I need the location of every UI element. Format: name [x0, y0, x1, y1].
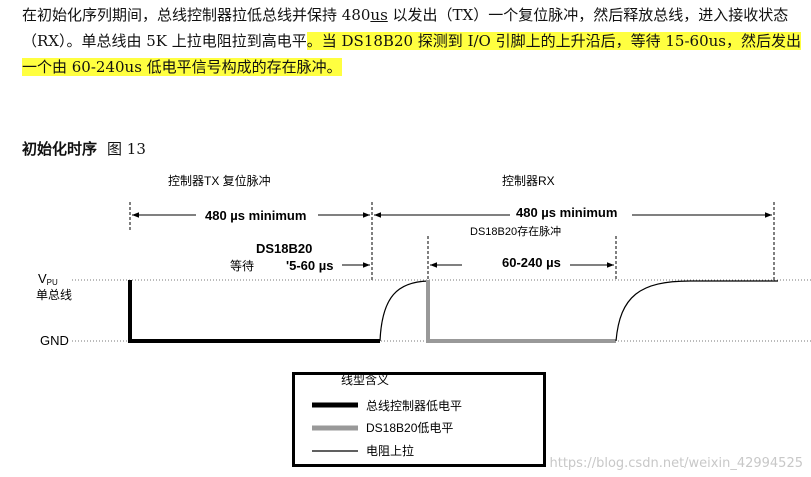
figure-number: 图 13 [107, 140, 146, 158]
presence-duration-label: 60-240 µs [502, 255, 561, 270]
para-seg-2: 以发出（TX）一个复位脉冲，然后释放总线，进入接收状态（RX）。单总线由 5K … [22, 6, 789, 50]
rx-duration-label: 480 µs minimum [516, 205, 617, 220]
figure-caption: 初始化时序图 13 [22, 138, 146, 159]
wait-device-label: DS18B20 [256, 241, 312, 256]
tx-duration-label: 480 µs minimum [205, 208, 306, 223]
pullup-rise-1 [379, 280, 429, 342]
para-seg-1: 在初始化序列期间，总线控制器拉低总线并保持 480 [22, 6, 371, 24]
wait-duration-label: '5-60 µs [286, 258, 333, 273]
vpu-label: VPU [38, 271, 58, 287]
dimension-arrows [132, 212, 772, 268]
device-low-waveform [426, 280, 616, 343]
presence-pulse-label: DS18B20存在脉冲 [470, 224, 561, 238]
legend-title: 线型含义 [341, 372, 389, 387]
watermark: https://blog.csdn.net/weixin_42994525 [549, 456, 803, 471]
bus-label: 单总线 [36, 288, 72, 302]
description-paragraph: 在初始化序列期间，总线控制器拉低总线并保持 480us 以发出（TX）一个复位脉… [22, 2, 802, 80]
legend-item-pullup: 电阻上拉 [366, 443, 414, 458]
legend-item-device: DS18B20低电平 [366, 421, 453, 435]
pullup-rise-2 [615, 280, 778, 342]
controller-low-waveform [128, 280, 380, 343]
para-unit-us: us [370, 6, 388, 24]
vpu-sub: PU [47, 278, 58, 287]
rx-phase-label: 控制器RX [502, 174, 555, 188]
timing-markers [129, 202, 775, 280]
tx-phase-label: 控制器TX 复位脉冲 [168, 173, 271, 188]
vpu-main: V [38, 271, 47, 286]
wait-label: 等待 [230, 259, 254, 273]
legend-item-controller: 总线控制器低电平 [366, 399, 462, 413]
gnd-label: GND [40, 333, 69, 348]
legend-box [292, 372, 546, 467]
figure-title: 初始化时序 [22, 140, 98, 158]
